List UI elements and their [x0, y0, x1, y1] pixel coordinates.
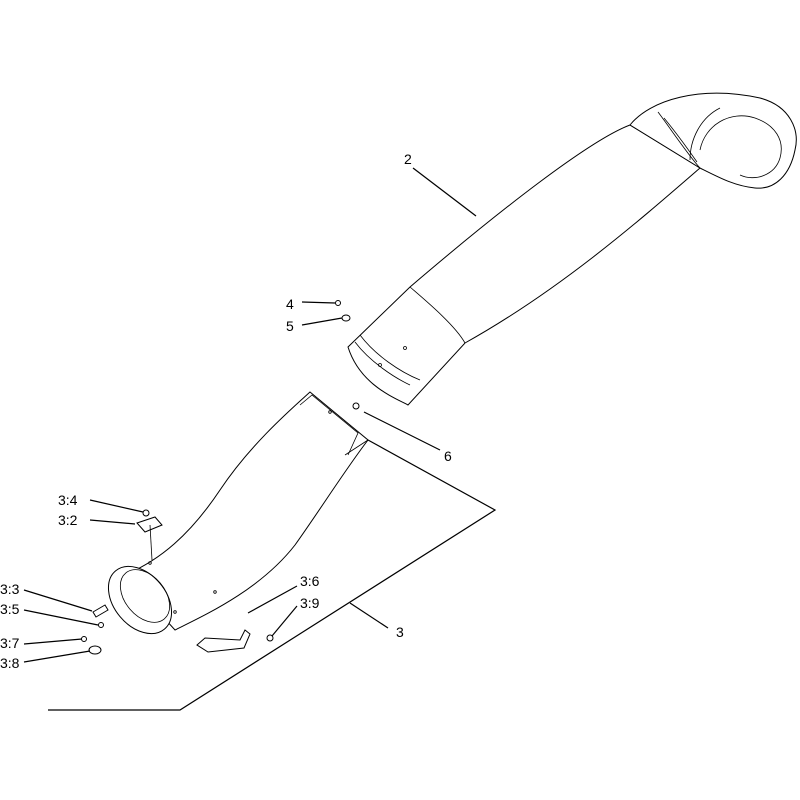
lower-chute-tube — [107, 391, 369, 635]
callout-3-4: 3:4 — [58, 492, 78, 508]
part-3-2-bracket — [136, 516, 163, 533]
callout-3-7: 3:7 — [0, 635, 20, 651]
part-3-7-bolt — [81, 636, 87, 642]
upper-chute-tube — [347, 92, 797, 406]
callout-3: 3 — [396, 624, 404, 640]
callout-2: 2 — [404, 151, 412, 167]
callout-4: 4 — [286, 296, 294, 312]
callout-3-8: 3:8 — [0, 655, 20, 671]
part-3-3-clip — [92, 604, 109, 618]
callout-5: 5 — [286, 318, 294, 334]
part-5-washer — [341, 314, 351, 322]
part-3-4-nut — [142, 509, 150, 517]
callout-3-6: 3:6 — [300, 573, 320, 589]
callout-labels: 2 4 5 6 3:4 3:2 3:3 3:5 3:7 3:8 3:6 3:9 … — [0, 151, 452, 671]
part-3-6-strap — [196, 629, 251, 653]
callout-3-2: 3:2 — [58, 512, 78, 528]
callout-3-3: 3:3 — [0, 581, 20, 597]
part-4-nut — [335, 300, 341, 306]
hardware-parts — [81, 300, 360, 655]
callout-3-5: 3:5 — [0, 601, 20, 617]
callout-6: 6 — [444, 448, 452, 464]
callout-3-9: 3:9 — [300, 595, 320, 611]
part-3-8-knob — [88, 645, 102, 655]
part-3-9-nut — [266, 634, 274, 642]
part-3-5-screw — [98, 622, 104, 628]
part-6-nut — [352, 402, 360, 410]
leader-lines — [23, 167, 497, 711]
